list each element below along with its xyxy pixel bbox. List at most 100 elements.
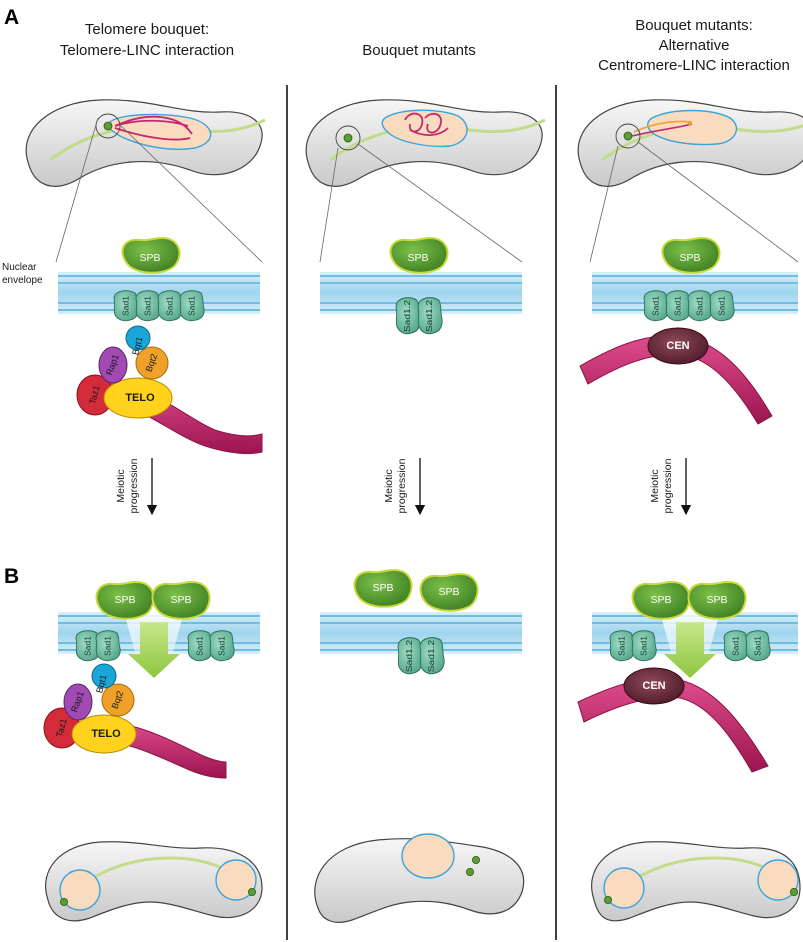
spb-label: SPB bbox=[438, 586, 459, 598]
cen-label: CEN bbox=[642, 680, 665, 692]
meiotic-progression-1: Meiotic progression bbox=[115, 458, 158, 516]
sad1-cluster-b3: Sad1 Sad1 Sad1 Sad1 bbox=[609, 630, 771, 662]
sad1-label: Sad1 bbox=[142, 296, 152, 316]
spb-b1-right: SPB bbox=[151, 580, 211, 620]
taz1-label: Taz1 bbox=[87, 384, 102, 405]
spb-label: SPB bbox=[170, 594, 191, 606]
telomere-complex-a1: Taz1 TELO Rap1 Bqt2 Bqt1 bbox=[76, 325, 263, 455]
sad1-cluster-a3: Sad1 Sad1 Sad1 Sad1 bbox=[643, 290, 735, 322]
telo-blob bbox=[71, 714, 137, 754]
cen-blob bbox=[647, 327, 709, 365]
sad1-label: Sad1 bbox=[716, 296, 726, 316]
spb-dot bbox=[604, 896, 613, 905]
spb-dot bbox=[471, 856, 480, 865]
spb-dot bbox=[343, 133, 353, 143]
progression-label-line-2: progression bbox=[662, 458, 674, 513]
sad1-label: Sad1 bbox=[650, 296, 660, 316]
spb-label: SPB bbox=[706, 594, 727, 606]
bqt1-protein bbox=[91, 663, 117, 689]
rap1-protein bbox=[63, 683, 93, 721]
spb-b3-left: SPB bbox=[631, 580, 691, 620]
bqt1-label: Bqt1 bbox=[130, 336, 144, 356]
column-3-title-line-3: Centromere-LINC interaction bbox=[598, 57, 790, 74]
nucleus-shape bbox=[603, 867, 645, 909]
sad1-label: Sad1 bbox=[120, 296, 130, 316]
sad1-2-cluster-a2: Sad1.2 Sad1.2 bbox=[395, 297, 443, 335]
zoom-line-left bbox=[55, 117, 99, 263]
column-1-title-line-1: Telomere bouquet: bbox=[85, 21, 209, 38]
separation-arrow-b1 bbox=[128, 622, 180, 678]
spb-dot bbox=[103, 121, 113, 131]
spb-dot bbox=[465, 868, 474, 877]
telo-label: TELO bbox=[125, 392, 155, 404]
progression-label-line-1: Meiotic bbox=[383, 469, 395, 502]
bqt1-label: Bqt1 bbox=[94, 674, 108, 694]
column-2-title-line-1: Bouquet mutants bbox=[362, 42, 475, 59]
spb-label: SPB bbox=[114, 594, 135, 606]
cell-a3 bbox=[577, 99, 803, 187]
column-3-title-line-2: Alternative bbox=[659, 37, 730, 54]
cell-b2 bbox=[314, 833, 525, 923]
bqt2-protein bbox=[135, 346, 169, 380]
spb-label: SPB bbox=[650, 594, 671, 606]
zoom-circle bbox=[615, 123, 641, 149]
cell-a1 bbox=[25, 99, 266, 187]
spb-label: SPB bbox=[407, 252, 428, 264]
nucleus-shape bbox=[647, 109, 738, 146]
sad1-label: Sad1 bbox=[194, 636, 204, 656]
sad1-label: Sad1 bbox=[186, 296, 196, 316]
nuclear-envelope-label-line-2: envelope bbox=[2, 275, 43, 286]
nucleus-shape bbox=[401, 833, 455, 879]
zoom-line-left bbox=[319, 147, 339, 263]
centromere-complex-a3: CEN bbox=[579, 327, 773, 425]
sad1-label: Sad1 bbox=[164, 296, 174, 316]
cen-blob bbox=[623, 667, 685, 705]
sad1-label: Sad1 bbox=[752, 636, 762, 656]
sad1-label: Sad1 bbox=[730, 636, 740, 656]
sad1-label: Sad1 bbox=[82, 636, 92, 656]
nucleus-shape bbox=[757, 859, 799, 901]
spb-label: SPB bbox=[679, 252, 700, 264]
spb-dot bbox=[623, 131, 633, 141]
meiotic-progression-3: Meiotic progression bbox=[649, 458, 692, 516]
sad1-label: Sad1 bbox=[102, 636, 112, 656]
sad1-2-cluster-b2: Sad1.2 Sad1.2 bbox=[397, 637, 445, 675]
cell-b1 bbox=[45, 841, 263, 922]
spb-b2-left: SPB bbox=[353, 568, 413, 608]
progression-label-line-1: Meiotic bbox=[115, 469, 127, 502]
sad1-cluster-a1: Sad1 Sad1 Sad1 Sad1 bbox=[113, 290, 205, 322]
zoom-line-right bbox=[357, 143, 523, 263]
cen-label: CEN bbox=[666, 340, 689, 352]
taz1-label: Taz1 bbox=[54, 717, 69, 738]
cell-b3 bbox=[591, 841, 801, 922]
centromere-complex-b3: CEN bbox=[577, 667, 769, 773]
sad1-label: Sad1 bbox=[216, 636, 226, 656]
sad1-2-label: Sad1.2 bbox=[425, 300, 434, 332]
sad1-label: Sad1 bbox=[694, 296, 704, 316]
zoom-line-right bbox=[637, 141, 799, 263]
telo-blob bbox=[103, 377, 173, 419]
sad1-2-label: Sad1.2 bbox=[403, 300, 412, 332]
spb-label: SPB bbox=[372, 582, 393, 594]
spb-label: SPB bbox=[139, 252, 160, 264]
telomere-complex-b1: Taz1 TELO Rap1 Bqt2 Bqt1 bbox=[43, 663, 227, 779]
nuclear-envelope-label-line-1: Nuclear bbox=[2, 262, 37, 273]
nucleus-shape bbox=[215, 859, 257, 901]
spb-dot bbox=[790, 888, 799, 897]
spb-a2: SPB bbox=[389, 236, 449, 274]
meiotic-progression-2: Meiotic progression bbox=[383, 458, 426, 516]
bqt2-protein bbox=[101, 683, 135, 717]
nucleus-shape bbox=[381, 109, 468, 148]
sad1-2-label: Sad1.2 bbox=[427, 640, 436, 672]
telo-label: TELO bbox=[91, 728, 121, 740]
panel-letter-a: A bbox=[4, 6, 19, 29]
progression-label-line-1: Meiotic bbox=[649, 469, 661, 502]
spb-b3-right: SPB bbox=[687, 580, 747, 620]
spb-b1-left: SPB bbox=[95, 580, 155, 620]
sad1-label: Sad1 bbox=[616, 636, 626, 656]
rap1-protein bbox=[98, 346, 128, 384]
sad1-cluster-b1: Sad1 Sad1 Sad1 Sad1 bbox=[75, 630, 235, 662]
zoom-circle bbox=[335, 125, 361, 151]
